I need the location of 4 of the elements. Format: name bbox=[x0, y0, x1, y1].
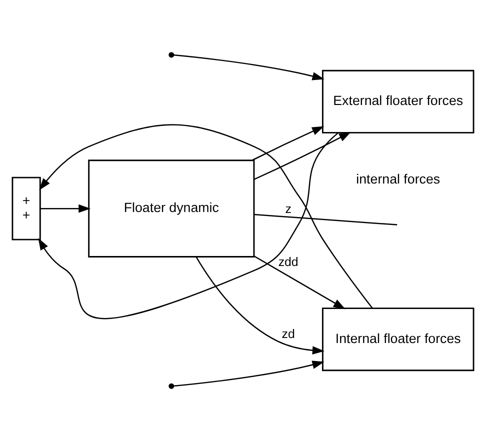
edge-label: zd bbox=[282, 326, 295, 341]
label: internal forces bbox=[356, 171, 440, 186]
edge-label: zdd bbox=[278, 255, 298, 270]
edge-label: z bbox=[285, 202, 292, 216]
